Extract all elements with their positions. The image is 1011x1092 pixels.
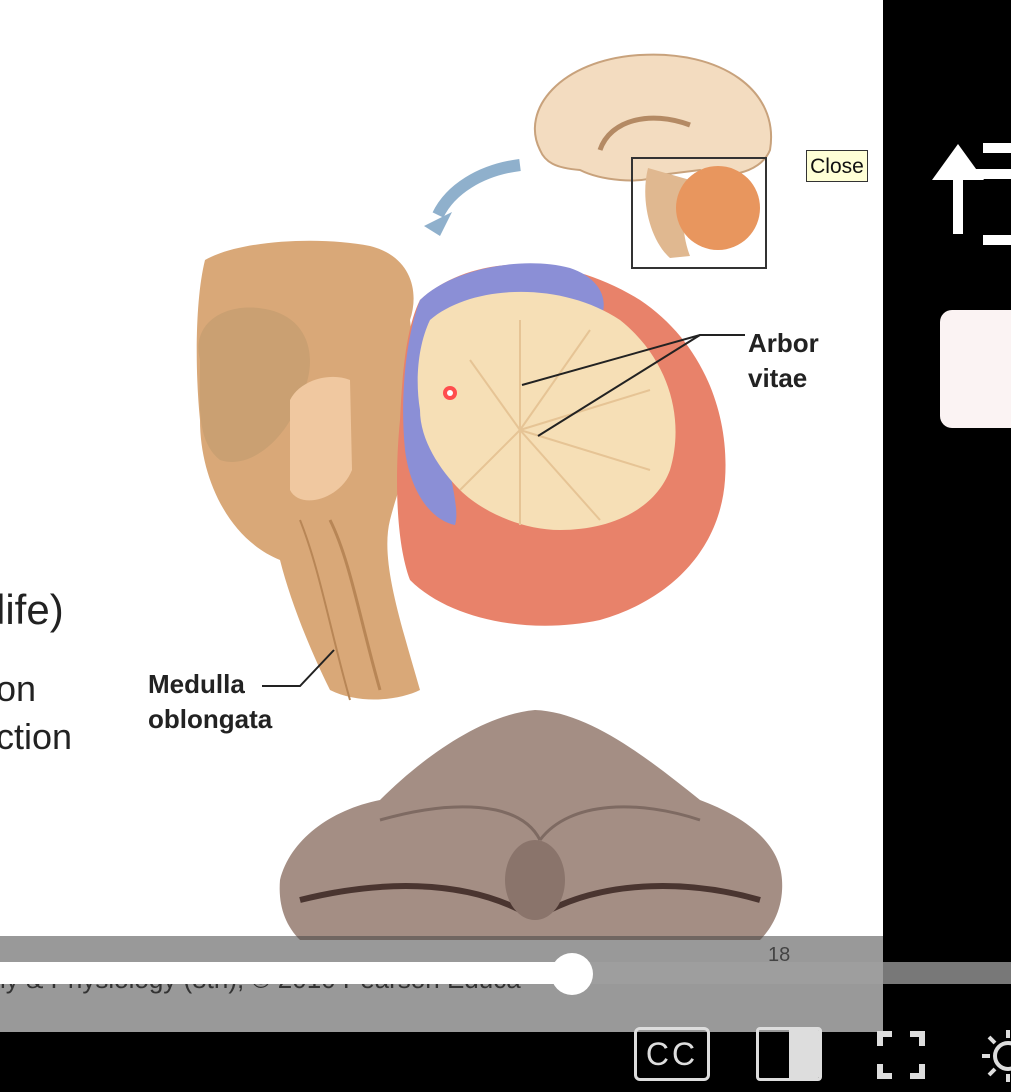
seek-thumb[interactable] [551,953,593,995]
brain-thumbnail [534,53,773,269]
slide-canvas: life) on ction Arbor vitae Medulla oblon… [0,0,883,1092]
brightness-icon[interactable] [978,1026,1011,1086]
label-arbor-vitae: Arbor vitae [748,326,819,396]
label-medulla-line1: Medulla [148,669,245,699]
player-overlay [0,936,883,1032]
label-medulla-line2: oblongata [148,704,273,734]
slide-text-life: life) [0,586,64,633]
player-controls [0,1032,1011,1092]
split-view-icon [789,1030,819,1078]
side-panel [883,0,1011,1092]
seek-played [0,962,572,984]
slide-number: 18 [768,944,791,966]
rotate-icon[interactable] [928,134,1011,246]
captions-button[interactable]: CC [634,1027,710,1081]
side-card[interactable] [940,310,1011,428]
label-arbor-line2: vitae [748,363,808,393]
brain-illustration [196,53,783,940]
fullscreen-icon[interactable] [876,1030,926,1080]
slide-text-on: on [0,668,37,709]
label-arbor-line1: Arbor [748,328,819,358]
label-medulla-oblongata: Medulla oblongata [148,667,272,737]
close-tooltip-button[interactable]: Close [806,150,868,182]
slide-text-ction: ction [0,716,73,757]
split-view-button[interactable] [756,1027,822,1081]
